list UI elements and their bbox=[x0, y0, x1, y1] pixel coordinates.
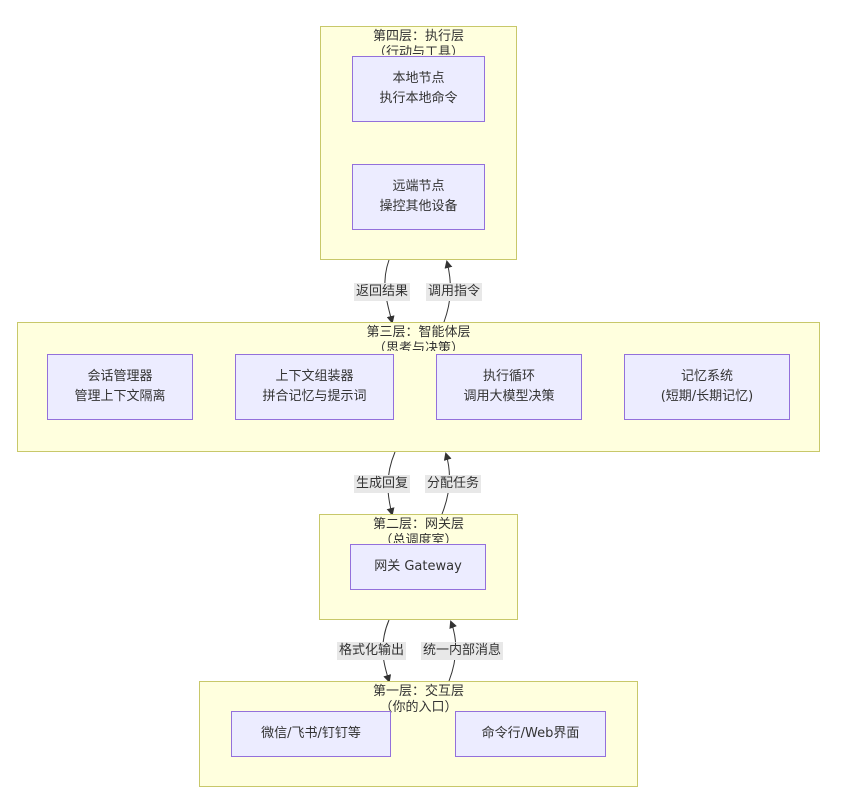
node-session-manager[interactable]: 会话管理器 管理上下文隔离 bbox=[47, 354, 193, 420]
edge-label-assign-task: 分配任务 bbox=[425, 475, 482, 493]
layer-agent-title: 第三层：智能体层 （思考与决策） bbox=[18, 325, 819, 351]
layer-gateway-title-text: 第二层：网关层 bbox=[372, 517, 464, 532]
layer-exec-title-text: 第四层：执行层 bbox=[372, 29, 464, 44]
node-local-desc: 执行本地命令 bbox=[379, 91, 458, 106]
node-remote-title: 远端节点 bbox=[392, 179, 445, 194]
edge-label-gen-reply: 生成回复 bbox=[354, 475, 411, 493]
edge-label-return-result: 返回结果 bbox=[354, 283, 411, 301]
layer-agent-title-text: 第三层：智能体层 bbox=[366, 325, 471, 340]
edge-label-format-output: 格式化输出 bbox=[337, 642, 407, 660]
edge-label-call-command: 调用指令 bbox=[426, 283, 483, 301]
node-cli-web[interactable]: 命令行/Web界面 bbox=[455, 711, 606, 757]
layer-gateway-subtitle: （总调度室） bbox=[379, 533, 458, 543]
node-loop-title: 执行循环 bbox=[482, 369, 535, 384]
node-remote[interactable]: 远端节点 操控其他设备 bbox=[352, 164, 485, 230]
layer-interact-subtitle: （你的入口） bbox=[379, 700, 458, 715]
node-local[interactable]: 本地节点 执行本地命令 bbox=[352, 56, 485, 122]
layer-exec-title: 第四层：执行层 （行动与工具） bbox=[321, 29, 516, 55]
node-loop-desc: 调用大模型决策 bbox=[463, 389, 555, 404]
node-memory-system[interactable]: 记忆系统 (短期/长期记忆) bbox=[624, 354, 790, 420]
node-im-label: 微信/飞书/钉钉等 bbox=[261, 726, 361, 741]
node-context-title: 上下文组装器 bbox=[275, 369, 354, 384]
layer-interact-title-text: 第一层：交互层 bbox=[372, 684, 464, 699]
node-remote-desc: 操控其他设备 bbox=[379, 199, 458, 214]
node-session-desc: 管理上下文隔离 bbox=[74, 389, 166, 404]
node-session-title: 会话管理器 bbox=[87, 369, 153, 384]
layer-exec-subtitle: （行动与工具） bbox=[372, 45, 464, 55]
node-context-desc: 拼合记忆与提示词 bbox=[262, 389, 367, 404]
node-context-assembler[interactable]: 上下文组装器 拼合记忆与提示词 bbox=[235, 354, 394, 420]
node-memory-title: 记忆系统 bbox=[680, 369, 733, 384]
layer-gateway-title: 第二层：网关层 （总调度室） bbox=[320, 517, 517, 543]
edge-label-unify-message: 统一内部消息 bbox=[421, 642, 504, 660]
layer-interact-title: 第一层：交互层 （你的入口） bbox=[200, 684, 637, 716]
layer-agent-subtitle: （思考与决策） bbox=[372, 341, 464, 351]
node-cli-label: 命令行/Web界面 bbox=[481, 726, 580, 741]
node-im-apps[interactable]: 微信/飞书/钉钉等 bbox=[231, 711, 391, 757]
node-exec-loop[interactable]: 执行循环 调用大模型决策 bbox=[436, 354, 582, 420]
node-gateway-label: 网关 Gateway bbox=[374, 559, 462, 574]
node-memory-desc: (短期/长期记忆) bbox=[660, 389, 754, 404]
node-local-title: 本地节点 bbox=[392, 71, 445, 86]
node-gateway[interactable]: 网关 Gateway bbox=[350, 544, 486, 590]
